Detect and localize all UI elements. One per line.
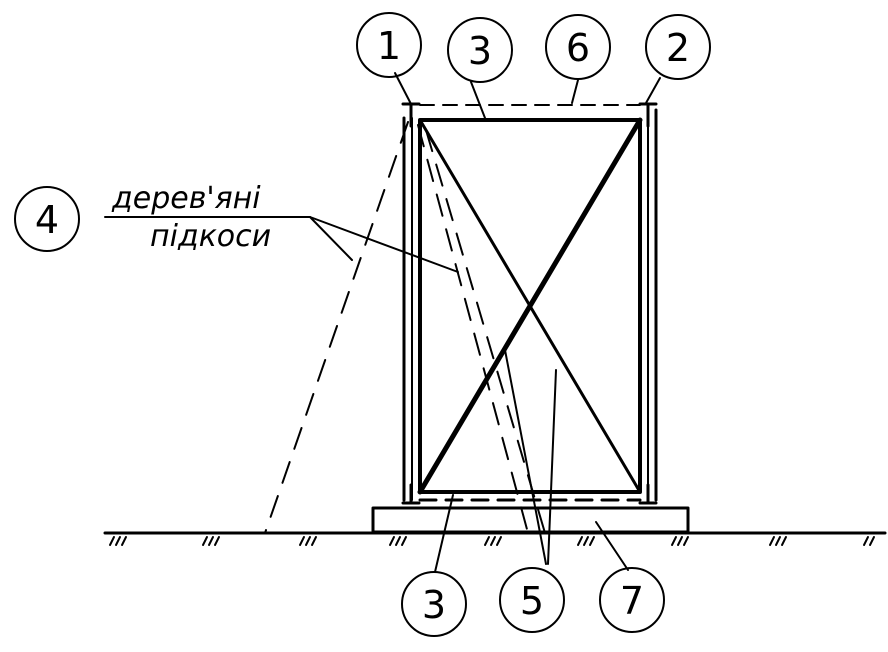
leader-6 [571,79,579,104]
callout-3-bottom-label: 3 [422,583,446,627]
callout-5: 5 [499,567,565,633]
top-right-anchor [638,102,658,128]
bottom-right-anchor [638,483,658,505]
inner-wooden-brace-2 [425,129,546,534]
ground-hatching [109,536,875,546]
leader-1 [394,72,412,105]
leader-to-inner-brace [309,216,459,273]
callout-2: 2 [645,14,711,80]
leader-2 [645,77,661,104]
callout-2-label: 2 [666,26,690,70]
frame [417,117,643,495]
annotation-line-2: підкоси [150,219,271,254]
leader-3-bottom [434,494,454,573]
anchors [401,102,658,505]
callout-6: 6 [545,14,611,80]
leader-5a [504,349,547,565]
callout-3-bottom: 3 [401,571,467,637]
callout-3-top: 3 [447,17,513,83]
callout-6-label: 6 [566,26,590,70]
leader-to-outer-brace [309,216,353,261]
outer-wooden-brace [264,121,409,534]
callout-4-label: 4 [35,198,59,242]
callout-1: 1 [356,12,422,78]
wooden-braces [264,121,546,534]
base-plate [371,506,690,534]
frame-rect [418,118,642,494]
callout-7: 7 [599,567,665,633]
leader-5b [547,369,557,565]
callout-leaders [394,72,661,573]
leader-3-top [470,81,486,119]
annotation-leaders [104,216,459,273]
ground [103,531,887,546]
diagonal-right-to-left [417,117,643,495]
leader-7 [595,521,629,571]
annotation-line-1: дерев'яні [111,181,261,216]
callout-3-top-label: 3 [468,29,492,73]
posts [402,108,658,502]
callout-1-label: 1 [377,24,401,68]
bottom-left-anchor [401,483,421,505]
callout-5-label: 5 [520,579,544,623]
callout-4: 4 [14,186,80,252]
callout-7-label: 7 [620,579,644,623]
